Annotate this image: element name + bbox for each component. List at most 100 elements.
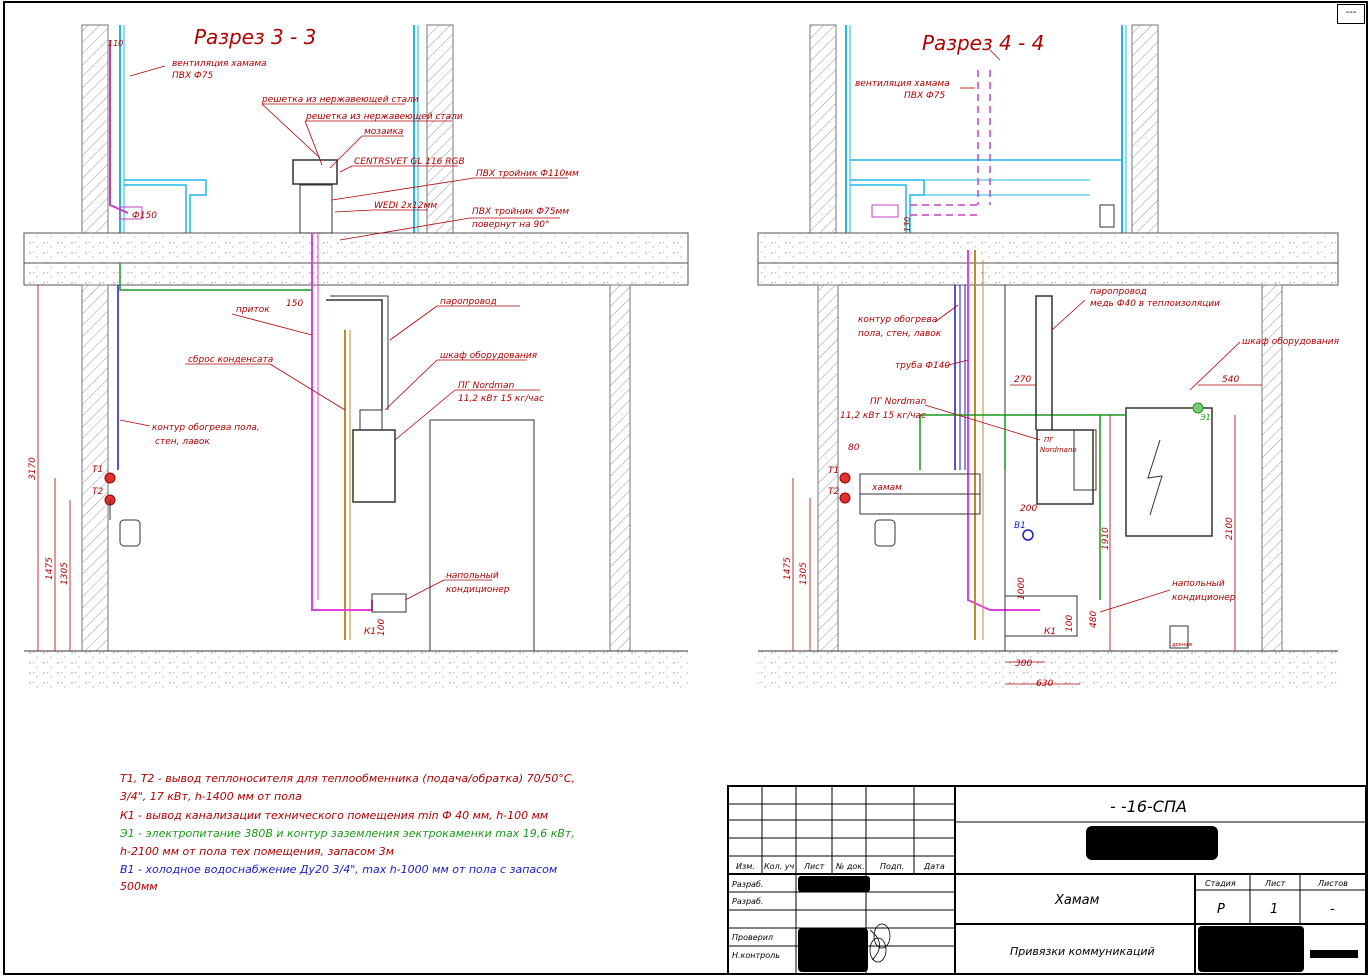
left-ceiling-slab: [23, 262, 689, 286]
right-loop-label-1: контур обогрева: [858, 315, 937, 325]
left-green-line: [119, 263, 312, 291]
left-valve-t1: [104, 472, 116, 484]
note-line-6: В1 - холодное водоснабжение Ду20 3/4", m…: [120, 863, 558, 876]
redacted-block-5: [1310, 950, 1358, 958]
hdr-kol: Кол. уч: [764, 862, 795, 871]
right-drain-label: дренаж: [1171, 642, 1193, 648]
right-steam-pipe: [1035, 295, 1053, 430]
left-drain-grate: [292, 159, 338, 185]
right-hamam-label: хамам: [871, 483, 902, 493]
left-expansion-tank: [119, 519, 141, 547]
right-upper-wall-b: [1131, 24, 1159, 234]
left-upper-wall-a: [81, 24, 109, 234]
hdr-list: Лист: [803, 862, 825, 871]
right-pg-box-2: Nordmann: [1040, 446, 1077, 454]
right-expansion-tank: [874, 519, 896, 547]
title-block: [727, 785, 1367, 975]
left-steam-pipe: [326, 299, 383, 410]
right-ac-label-1: напольный: [1172, 579, 1225, 589]
left-wedi-label: WEDI 2x12мм: [374, 201, 437, 211]
drawing-code: - -16-СПА: [1110, 797, 1187, 816]
left-pg-label-1: ПГ Nordman: [458, 381, 515, 391]
left-mosaic-label: мозаика: [364, 127, 403, 137]
right-dim-1910: 1910: [1101, 527, 1111, 550]
note-line-1: Т1, Т2 - вывод теплоносителя для теплооб…: [120, 772, 576, 785]
right-t1-label: Т1: [828, 466, 839, 476]
right-pg-label-1: ПГ Nordman: [870, 397, 927, 407]
left-lower-wall-a: [81, 284, 109, 652]
row-razrab-2: Разраб.: [732, 897, 763, 906]
left-dim-150: 150: [286, 299, 303, 309]
redacted-block-1: [1086, 826, 1218, 860]
right-steam-label-2: медь Ф40 в теплоизоляции: [1090, 299, 1220, 309]
hdr-ndok: № док.: [835, 862, 865, 871]
lightning-icon: [1147, 439, 1163, 516]
hdr-podp: Подп.: [880, 862, 904, 871]
right-dim-540: 540: [1222, 375, 1239, 385]
note-line-4: Э1 - электропитание 380В и контур заземл…: [120, 827, 575, 840]
right-drain: [1099, 204, 1115, 228]
left-k1-label: К1: [364, 627, 376, 637]
sheet-title: Привязки коммуникаций: [1010, 945, 1155, 958]
left-floor-ac: [371, 593, 407, 613]
left-phi150: Ф150: [132, 211, 157, 221]
left-cabinet-label: шкаф оборудования: [440, 351, 538, 361]
hdr-izm: Изм.: [736, 862, 755, 871]
right-dim-300: 300: [1015, 659, 1032, 669]
left-upper-wall-b: [426, 24, 454, 234]
object-name: Хамам: [1054, 893, 1100, 908]
row-proveril: Проверил: [732, 933, 773, 942]
signature-icon: [869, 923, 891, 963]
right-valve-t1: [839, 472, 851, 484]
right-dim-130: 130: [903, 217, 912, 232]
left-tee75-label-1: ПВХ тройник Ф75мм: [472, 207, 569, 217]
right-dim-1305: 1305: [799, 562, 809, 585]
right-ceiling-slab: [757, 262, 1339, 286]
right-e1-label: Э1: [1199, 413, 1211, 422]
left-tee75-label-2: повернут на 90°: [472, 220, 549, 230]
redacted-block-4: [1198, 926, 1304, 972]
left-dim-3170: 3170: [28, 457, 38, 480]
note-line-5: h-2100 мм от пола тех помещения, запасом…: [120, 845, 394, 858]
left-tee110-label: ПВХ тройник Ф110мм: [476, 169, 579, 179]
right-dim-1000: 1000: [1017, 577, 1027, 600]
sheet-value: 1: [1270, 902, 1278, 917]
sheets-header: Листов: [1317, 879, 1348, 888]
right-e1-marker: [1192, 402, 1204, 414]
left-grate-label-2: решетка из нержавеющей стали: [305, 112, 463, 122]
note-line-3: К1 - вывод канализации технического поме…: [120, 809, 549, 822]
left-ground: [24, 651, 688, 691]
right-loop-label-2: пола, стен, лавок: [858, 329, 942, 339]
right-dim-630: 630: [1036, 679, 1053, 689]
redacted-block-3: [798, 928, 868, 972]
right-pipe-magenta: [967, 250, 1040, 611]
right-section-title: Разрез 4 - 4: [922, 31, 1044, 55]
left-t1-label: Т1: [92, 465, 103, 475]
right-valve-t2: [839, 492, 851, 504]
left-ac-label-1: напольный: [446, 571, 499, 581]
sheets-value: -: [1330, 902, 1335, 917]
section-4-4: Разрез 4 - 4 вентиляция хамама ПВХ Ф75 1…: [757, 24, 1340, 691]
right-pg-label-2: 11,2 кВт 15 кг/час: [840, 411, 926, 421]
left-ac-label-2: кондиционер: [446, 585, 510, 595]
left-steam-label: паропровод: [440, 297, 497, 307]
right-dim-80: 80: [848, 443, 860, 453]
corner-tag: ---: [1337, 4, 1365, 24]
note-line-2: 3/4", 17 кВт, h-1400 мм от пола: [120, 790, 302, 803]
left-dim-110: 110: [108, 39, 123, 48]
left-vent-label-1: вентиляция хамама: [172, 59, 267, 69]
right-floor-slab: [757, 232, 1339, 264]
left-door: [429, 419, 535, 652]
right-vent-label-1: вентиляция хамама: [855, 79, 950, 89]
left-inflow-label: приток: [236, 305, 270, 315]
left-condensate-label: сброс конденсата: [188, 355, 273, 365]
left-centrsvet-label: CENTRSVET GL 116 RGB: [354, 157, 465, 167]
right-dim-200: 200: [1020, 504, 1037, 514]
right-vent-label-2: ПВХ Ф75: [904, 91, 945, 101]
left-lower-wall-b: [609, 284, 631, 652]
sheet-frame: [3, 1, 1368, 975]
right-dim-480: 480: [1089, 611, 1099, 628]
note-line-7: 500мм: [120, 880, 158, 893]
redacted-block-2: [798, 876, 870, 892]
